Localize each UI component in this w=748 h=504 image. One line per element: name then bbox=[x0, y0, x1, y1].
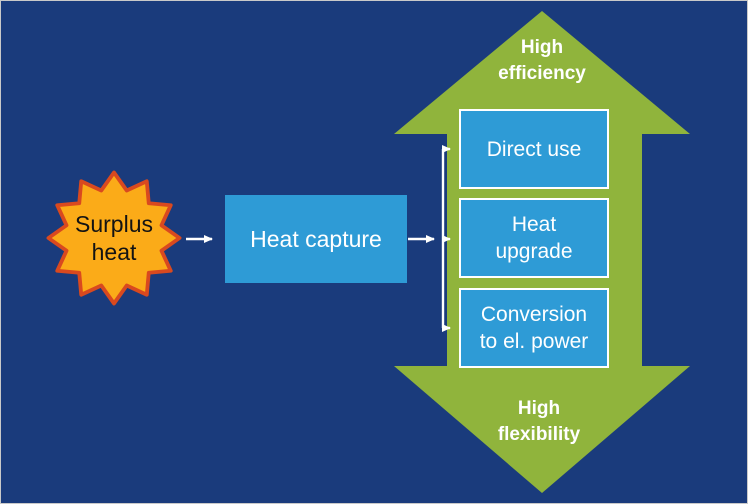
direct-use-label: Direct use bbox=[486, 137, 582, 161]
high-efficiency-label: High efficiency bbox=[498, 37, 586, 84]
surplus-heat-node: Surplus heat bbox=[43, 167, 185, 309]
heat-capture-box: Heat capture bbox=[225, 195, 407, 283]
heat-upgrade-box: Heat upgrade bbox=[459, 198, 609, 278]
conversion-label: Conversion to el. power bbox=[479, 303, 589, 353]
heat-upgrade-label: Heat upgrade bbox=[495, 213, 573, 263]
starburst-shape bbox=[46, 170, 182, 306]
conversion-box: Conversion to el. power bbox=[459, 288, 609, 368]
heat-capture-label: Heat capture bbox=[250, 225, 382, 252]
starburst-polygon bbox=[46, 170, 182, 306]
high-flexibility-label: High flexibility bbox=[497, 398, 581, 445]
direct-use-box: Direct use bbox=[459, 109, 609, 189]
surplus-heat-label: Surplus heat bbox=[75, 211, 153, 265]
